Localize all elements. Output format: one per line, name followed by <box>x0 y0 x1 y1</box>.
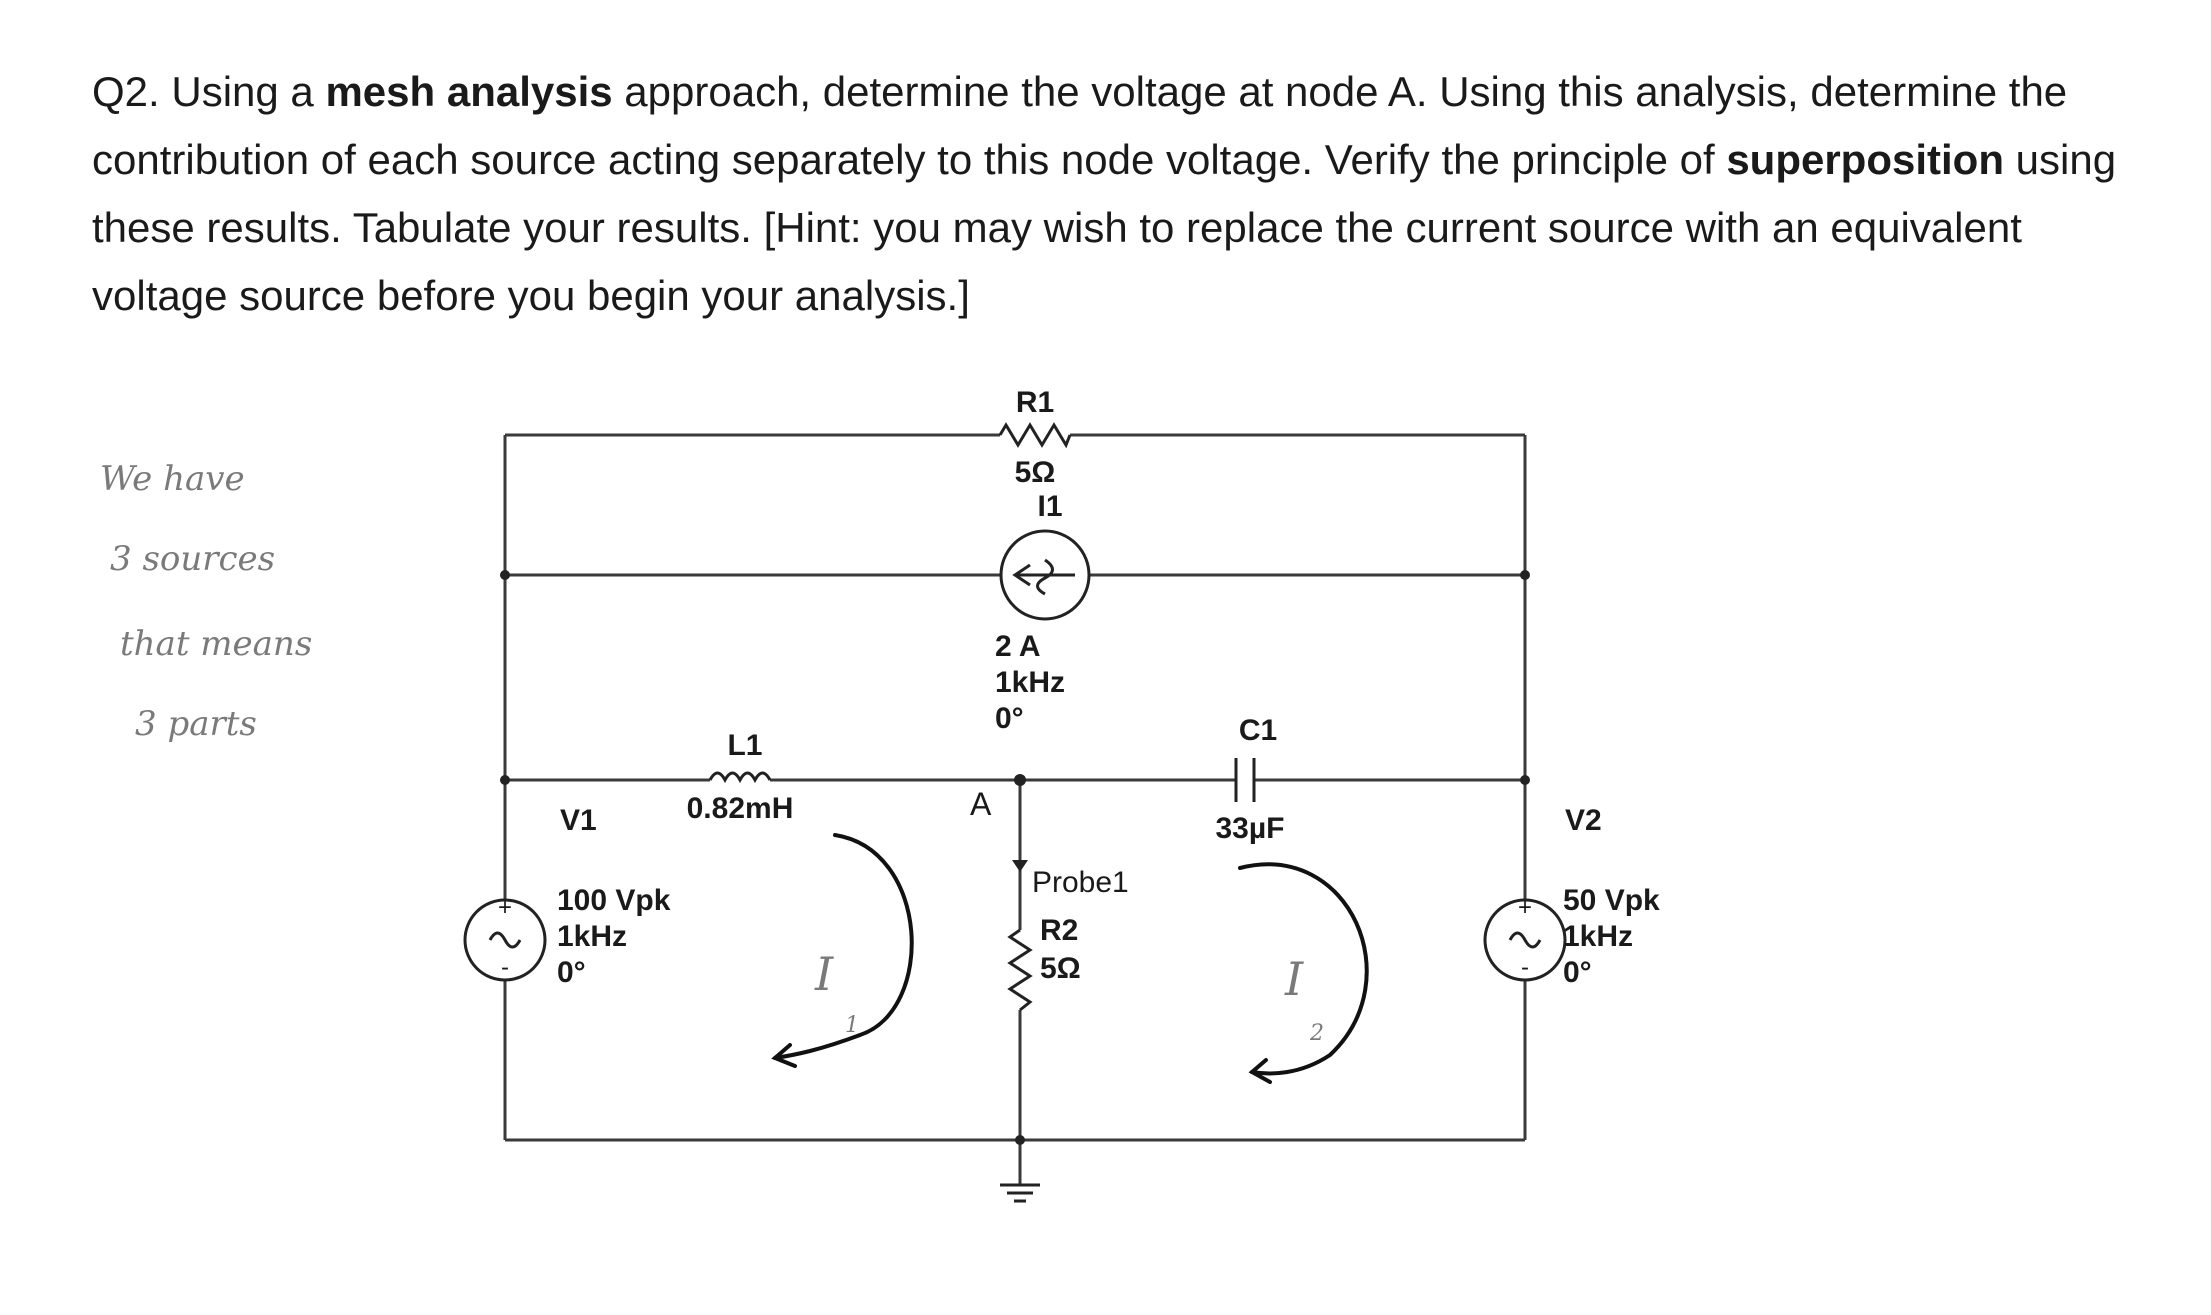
question-part-3: using these results. Tabulate your resul… <box>92 136 2117 319</box>
v2-circle <box>1483 898 1567 982</box>
v1-amplitude: 100 Vpk <box>557 884 671 917</box>
resistor-r2: R2 5Ω <box>1007 914 1081 1012</box>
question-bold-mesh-analysis: mesh analysis <box>325 68 613 115</box>
v1-minus: - <box>501 954 509 981</box>
v1-phase: 0° <box>557 956 586 989</box>
junction-dot <box>1520 570 1530 580</box>
question-number: Q2. <box>92 68 160 115</box>
note-line-2: 3 sources <box>110 539 275 579</box>
v2-minus: - <box>1521 954 1529 981</box>
node-a-label: A <box>970 786 992 822</box>
i1-amplitude: 2 A <box>995 630 1041 663</box>
i1-frequency: 1kHz <box>995 666 1065 699</box>
v1-label: V1 <box>560 804 597 837</box>
voltage-source-v2: + - V2 50 Vpk 1kHz 0° <box>1483 804 1660 989</box>
v2-plus: + <box>1518 894 1532 921</box>
r1-value: 5Ω <box>1015 456 1056 489</box>
handwritten-notes: We have 3 sources that means 3 parts <box>100 459 312 744</box>
note-line-1: We have <box>100 459 245 499</box>
mesh-1-arc <box>773 833 914 1060</box>
mesh-1-letter: I <box>814 947 834 1001</box>
note-line-3: that means <box>120 624 312 664</box>
junction-dot <box>1015 1135 1025 1145</box>
mesh-current-2: I 2 <box>1238 862 1369 1084</box>
r2-label: R2 <box>1040 914 1078 947</box>
v2-label: V2 <box>1565 804 1602 837</box>
question-part-2: approach, determine the voltage at node … <box>92 68 2068 183</box>
c1-label: C1 <box>1239 714 1277 747</box>
v2-frequency: 1kHz <box>1563 920 1633 953</box>
v2-amplitude: 50 Vpk <box>1563 884 1660 917</box>
mesh-2-subscript: 2 <box>1309 1021 1324 1046</box>
r1-zigzag <box>998 422 1072 449</box>
c1-value: 33µF <box>1216 812 1285 845</box>
question-bold-superposition: superposition <box>1726 136 2004 183</box>
r2-zigzag <box>1007 928 1033 1012</box>
l1-label: L1 <box>727 729 762 762</box>
v1-frequency: 1kHz <box>557 920 627 953</box>
i1-arrow-head <box>1012 563 1031 587</box>
i1-phase: 0° <box>995 702 1024 735</box>
probe-marker <box>1012 860 1028 872</box>
resistor-r1: R1 5Ω <box>998 386 1072 489</box>
probe-label: Probe1 <box>1032 866 1129 899</box>
current-source-i1: I1 2 A 1kHz 0° <box>995 490 1091 735</box>
mesh-current-1: I 1 <box>771 833 914 1068</box>
mesh-1-arrowhead <box>771 1043 797 1068</box>
junction-dot <box>500 570 510 580</box>
inductor-l1: L1 0.82mH <box>687 729 794 825</box>
mesh-2-arrowhead <box>1248 1058 1272 1084</box>
v2-ac-symbol <box>1508 931 1542 949</box>
v1-ac-symbol <box>488 931 522 949</box>
r1-label: R1 <box>1016 386 1054 419</box>
i1-label: I1 <box>1037 490 1062 523</box>
i1-circle <box>999 529 1091 621</box>
ground-symbol <box>1000 1183 1040 1203</box>
question-text: Q2. Using a mesh analysis approach, dete… <box>92 58 2132 330</box>
junction-dot <box>500 775 510 785</box>
v1-circle <box>463 898 547 982</box>
v2-phase: 0° <box>1563 956 1592 989</box>
v1-plus: + <box>498 894 512 921</box>
voltage-source-v1: + - V1 100 Vpk 1kHz 0° <box>463 804 671 989</box>
i1-ac-symbol <box>1036 558 1054 596</box>
probe-1: Probe1 <box>1012 860 1129 899</box>
mesh-2-arc <box>1238 862 1369 1076</box>
l1-coil <box>708 771 772 784</box>
r2-value: 5Ω <box>1040 952 1081 985</box>
mesh-2-letter: I <box>1284 952 1304 1006</box>
node-a-dot <box>1014 774 1026 786</box>
note-line-4: 3 parts <box>135 704 257 744</box>
l1-value: 0.82mH <box>687 792 794 825</box>
question-part-1: Using a <box>171 68 314 115</box>
capacitor-c1: C1 33µF <box>1216 714 1285 845</box>
mesh-1-subscript: 1 <box>845 1013 859 1038</box>
junction-dot <box>1520 775 1530 785</box>
wires <box>500 433 1530 1185</box>
